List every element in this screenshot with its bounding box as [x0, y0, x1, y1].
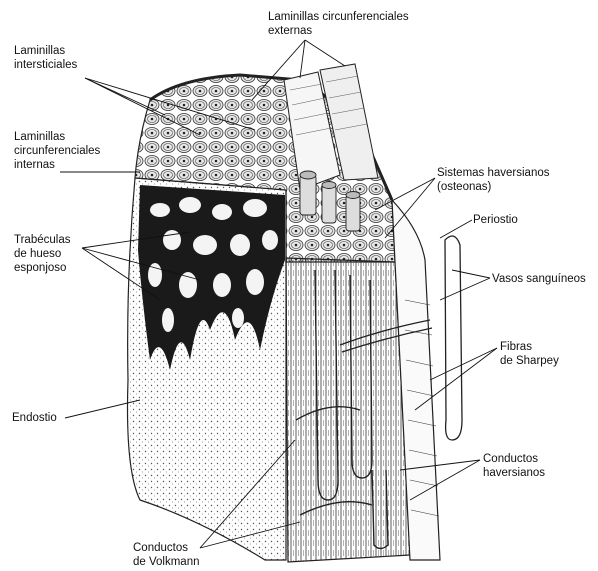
longitudinal-section: [286, 258, 410, 562]
label-sharpey-fibers: Fibras de Sharpey: [500, 340, 559, 368]
label-interstitial-lamellae: Laminillas intersticiales: [14, 44, 77, 72]
label-blood-vessels: Vasos sanguíneos: [492, 272, 586, 286]
label-volkmann-canals: Conductos de Volkmann: [133, 541, 200, 569]
label-periosteum: Periostio: [473, 213, 518, 227]
label-internal-circumferential-lamellae: Laminillas circunferenciales internas: [14, 130, 100, 172]
label-spongy-bone-trabeculae: Trabéculas de hueso esponjoso: [14, 233, 70, 275]
label-external-circumferential-lamellae: Laminillas circunferenciales externas: [268, 10, 409, 38]
label-endosteum: Endostio: [12, 411, 57, 425]
label-haversian-systems: Sistemas haversianos (osteonas): [437, 166, 550, 194]
label-haversian-canals: Conductos haversianos: [483, 452, 545, 480]
